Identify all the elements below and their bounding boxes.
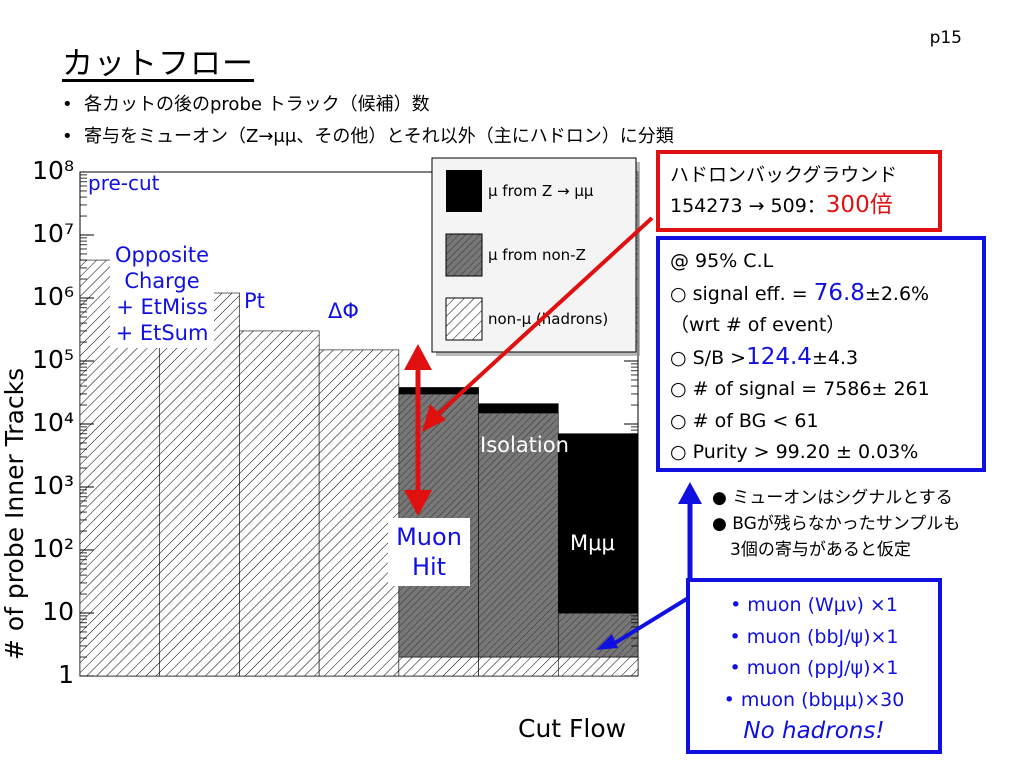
y-tick-label: 10⁸ xyxy=(32,156,74,185)
blue-pointer-arrow xyxy=(596,482,702,650)
bullet-dot-icon: • xyxy=(62,126,73,147)
bar-hadron xyxy=(318,349,400,677)
bar-mu-nonz xyxy=(478,412,559,658)
y-tick-label: 10 xyxy=(42,597,74,626)
cut-label-dphi: ΔΦ xyxy=(328,299,359,323)
hadron-background-box: ハドロンバックグラウンド 154273 → 509：300倍 xyxy=(656,150,942,232)
stats-purity: ○ Purity > 99.20 ± 0.03% xyxy=(670,441,919,463)
stats-signal-eff: ○ signal eff. = 76.8±2.6% xyxy=(670,278,972,311)
legend-swatch-munonz xyxy=(445,233,483,277)
bullet-text: 各カットの後のprobe トラック（候補）数 xyxy=(84,94,430,115)
assumption-notes: ● ミューオンはシグナルとする ● BGが残らなかったサンプルも 3個の寄与があ… xyxy=(712,485,960,563)
note-item: 3個の寄与があると仮定 xyxy=(730,540,911,560)
legend-swatch-muz xyxy=(446,170,482,212)
bullet-text: 寄与をミューオン（Z→μμ、その他）とそれ以外（主にハドロン）に分類 xyxy=(84,126,674,147)
bullet-item: • 寄与をミューオン（Z→μμ、その他）とそれ以外（主にハドロン）に分類 xyxy=(62,122,674,148)
y-tick-label: 10⁶ xyxy=(32,282,74,311)
y-tick-label: 10³ xyxy=(32,471,74,500)
hadron-box-line2: 154273 → 509：300倍 xyxy=(670,190,928,221)
cut-label-mmumu: Mμμ xyxy=(570,531,615,555)
hadron-box-line1: ハドロンバックグラウンド xyxy=(670,164,898,186)
stats-wrt: （wrt # of event） xyxy=(670,314,846,336)
statistics-box: @ 95% C.L ○ signal eff. = 76.8±2.6% （wrt… xyxy=(656,236,986,472)
stats-signal-eff-label: ○ signal eff. = xyxy=(670,282,814,305)
y-tick-label: 10⁴ xyxy=(32,408,74,437)
bar-mu-z xyxy=(478,403,559,414)
hadron-box-ratio: 154273 → 509： xyxy=(670,195,826,217)
page-number: p15 xyxy=(929,28,962,48)
cut-label-opposite: Opposite Charge + EtMiss + EtSum xyxy=(110,240,214,348)
stats-cl: @ 95% C.L xyxy=(670,250,774,272)
sample-item: • muon (bbJ/ψ)×1 xyxy=(729,625,899,648)
no-hadrons-note: No hadrons! xyxy=(743,718,885,744)
y-tick-label: 10² xyxy=(32,534,74,563)
stats-nbg: ○ # of BG < 61 xyxy=(670,409,819,432)
stats-nsignal: ○ # of signal = 7586± 261 xyxy=(670,378,930,400)
stats-sb-label: ○ S/B > xyxy=(670,346,747,369)
sample-item: • muon (bbμμ)×30 xyxy=(723,688,905,711)
bullet-item: • 各カットの後のprobe トラック（候補）数 xyxy=(62,90,430,116)
bar-hadron xyxy=(239,330,320,677)
bullet-dot-icon: • xyxy=(62,94,73,115)
slide-title: カットフロー xyxy=(62,46,254,82)
cut-label-pt: Pt xyxy=(244,289,265,313)
sample-list-box: • muon (Wμν) ×1 • muon (bbJ/ψ)×1 • muon … xyxy=(686,578,942,754)
legend-label-muz: μ from Z → μμ xyxy=(488,182,594,200)
legend: μ from Z → μμ μ from non-Z non-μ (hadron… xyxy=(431,157,640,356)
red-double-arrow xyxy=(404,344,432,516)
bar-hadron xyxy=(478,656,559,677)
stats-sb: ○ S/B >124.4±4.3 xyxy=(670,342,972,375)
cut-label-isolation: Isolation xyxy=(480,433,569,457)
red-pointer-arrow xyxy=(422,216,654,432)
sample-item: • muon (ppJ/ψ)×1 xyxy=(729,657,899,679)
bar-hadron xyxy=(159,292,240,677)
legend-label-hadron: non-μ (hadrons) xyxy=(488,310,608,328)
cut-label-muonhit: Muon Hit xyxy=(388,518,470,586)
x-axis-label: Cut Flow xyxy=(518,714,627,743)
stats-signal-eff-error: ±2.6% xyxy=(864,282,930,305)
bar-hadron xyxy=(398,656,479,677)
stats-sb-error: ±4.3 xyxy=(811,346,859,369)
bars-group xyxy=(79,259,639,677)
stats-signal-eff-value: 76.8 xyxy=(813,279,865,306)
bar-hadron xyxy=(557,656,639,677)
cut-label-precut: pre-cut xyxy=(88,171,160,195)
note-item: ● ミューオンはシグナルとする xyxy=(712,488,953,508)
hadron-box-factor: 300倍 xyxy=(825,192,893,218)
note-item: ● BGが残らなかったサンプルも xyxy=(712,514,961,534)
sample-item: • muon (Wμν) ×1 xyxy=(730,594,898,616)
stats-sb-value: 124.4 xyxy=(746,343,812,370)
bar-mu-z xyxy=(557,433,639,614)
y-tick-label: 10⁵ xyxy=(32,345,74,374)
legend-swatch-hadron xyxy=(445,297,483,341)
y-tick-label: 1 xyxy=(58,660,74,689)
y-tick-label: 10⁷ xyxy=(32,219,74,248)
bar-mu-z xyxy=(398,387,479,395)
legend-label-munonz: μ from non-Z xyxy=(488,246,586,264)
